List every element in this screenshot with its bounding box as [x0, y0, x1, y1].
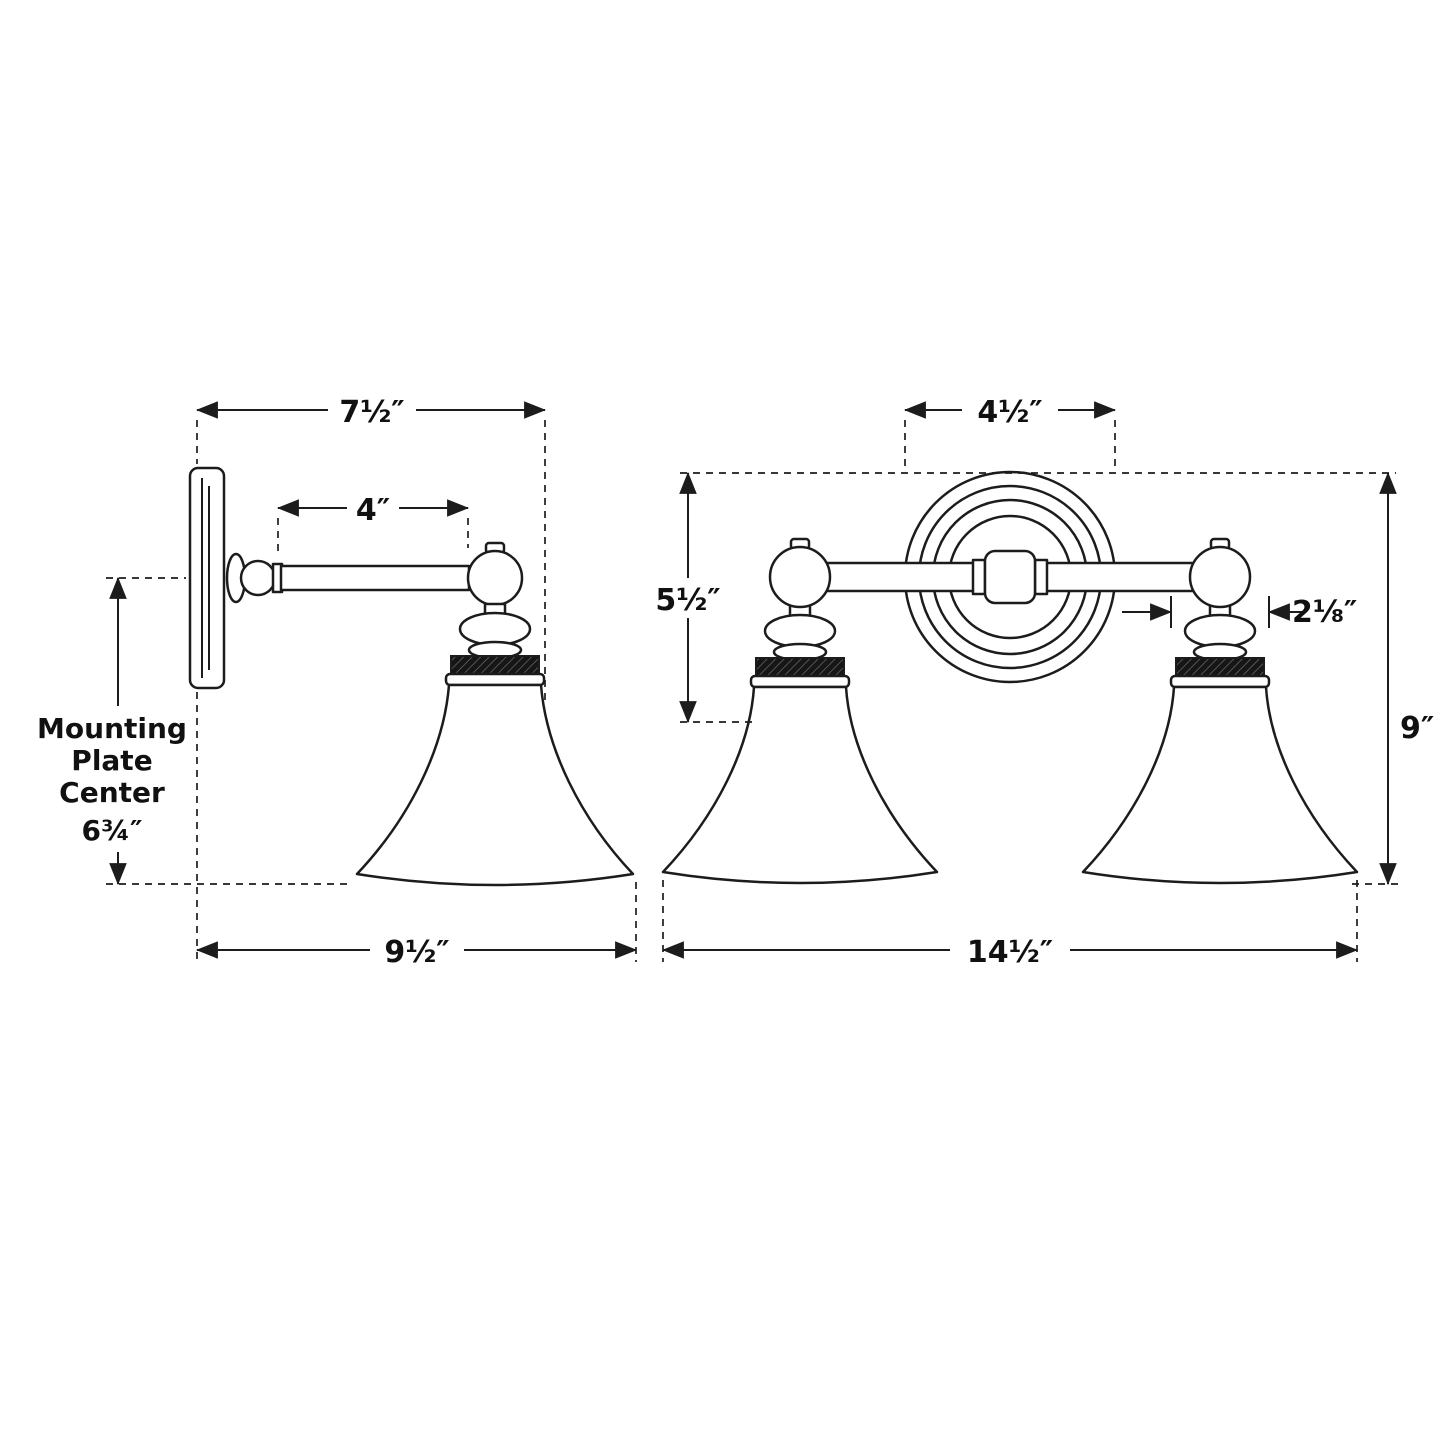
- arm-ball-left: [768, 545, 832, 609]
- socket-shoulder-side: [458, 611, 532, 647]
- dim-label-mounting-2: Plate: [71, 744, 152, 777]
- center-collar-right: [1033, 558, 1049, 596]
- dim-front-backplate-width: 4½″: [903, 392, 1117, 468]
- dim-label-side-bottom-width: 9½″: [384, 935, 449, 970]
- center-knob: [983, 549, 1037, 605]
- dim-label-side-top-width: 7½″: [339, 395, 404, 430]
- dim-front-overall-width: 14½″: [661, 880, 1359, 970]
- mounting-plate-side: [188, 466, 226, 690]
- left-lamp: [661, 537, 939, 885]
- dim-label-side-arm-length: 4″: [356, 493, 390, 528]
- dim-label-fitter-width: 2⅛″: [1292, 595, 1357, 630]
- mounting-plate-step-lines: [201, 478, 210, 678]
- arm-knob: [239, 559, 277, 597]
- side-view: [188, 466, 635, 887]
- dim-front-total-height: 9″: [1352, 471, 1434, 886]
- shade-fitter-lip-side: [444, 672, 546, 687]
- right-lamp: [1081, 537, 1359, 885]
- front-view: [661, 470, 1359, 885]
- dim-label-mounting-1: Mounting: [37, 712, 187, 745]
- dim-label-total-height: 9″: [1400, 711, 1434, 746]
- socket-shoulder-left: [763, 613, 837, 649]
- dim-label-upper-height: 5½″: [655, 583, 720, 618]
- dim-front-upper-height: 5½″: [642, 471, 755, 724]
- bell-shade-left: [661, 685, 939, 885]
- knurled-band-side: [450, 655, 540, 675]
- dim-side-arm-length: 4″: [276, 490, 470, 556]
- dim-side-top-width: 7½″: [195, 392, 547, 700]
- dim-side-bottom-width: 9½″: [195, 692, 638, 970]
- socket-shoulder-right: [1183, 613, 1257, 649]
- bell-shade-side: [355, 683, 635, 887]
- arm-ball-side: [466, 549, 524, 607]
- arm-ball-right: [1188, 545, 1252, 609]
- knurled-band-left: [755, 657, 845, 677]
- center-collar-left: [971, 558, 987, 596]
- dim-label-backplate-width: 4½″: [977, 395, 1042, 430]
- shade-fitter-lip-left: [749, 674, 851, 689]
- dim-mounting-plate-center: Mounting Plate Center 6¾″: [36, 576, 352, 886]
- dim-front-fitter-width: 2⅛″: [1122, 595, 1357, 630]
- dim-label-mounting-3: Center: [59, 776, 165, 809]
- arm-bar-side: [279, 564, 471, 592]
- dim-label-overall-width: 14½″: [967, 935, 1053, 970]
- knurled-band-right: [1175, 657, 1265, 677]
- bell-shade-right: [1081, 685, 1359, 885]
- shade-fitter-lip-right: [1169, 674, 1271, 689]
- dim-label-mounting-4: 6¾″: [82, 814, 143, 847]
